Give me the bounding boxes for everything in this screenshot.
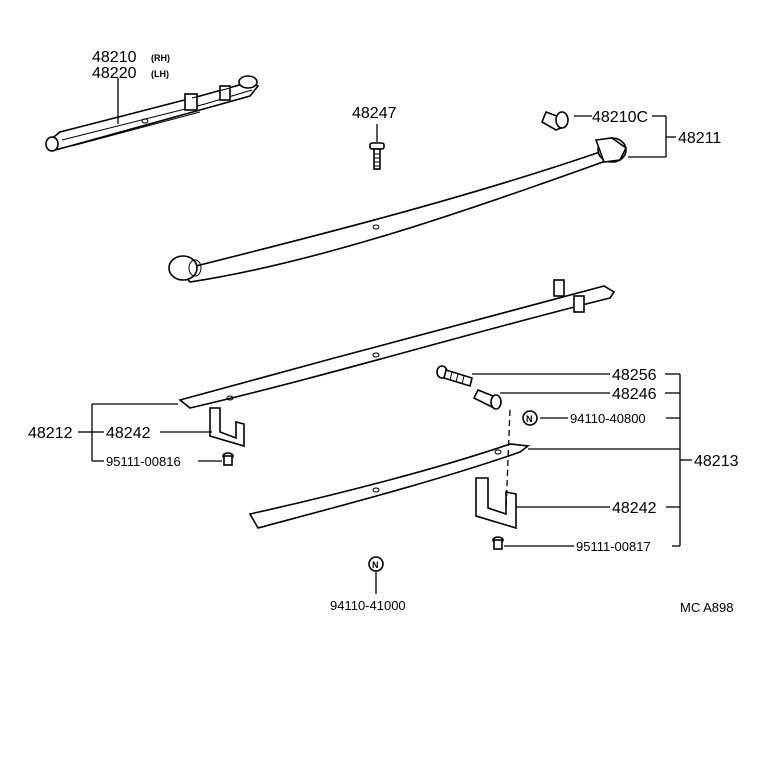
second-leaf-48212 (178, 279, 616, 409)
bottom-leaf-48213 (248, 443, 531, 529)
part-number-48210c: 48210C (592, 109, 648, 126)
bolt-48256-icon (436, 365, 473, 388)
leaf-spring-assembly (45, 75, 260, 152)
rivet-95111-00817-icon (492, 536, 504, 550)
part-number-48246: 48246 (612, 386, 657, 403)
rivet-95111-00816-icon (222, 452, 234, 466)
part-number-48242-right: 48242 (612, 500, 657, 517)
assembly-guide-line (505, 409, 511, 511)
center-bolt-icon (369, 142, 385, 170)
part-number-48212: 48212 (28, 425, 73, 442)
part-number-48213: 48213 (694, 453, 739, 470)
part-number-48247: 48247 (352, 105, 397, 122)
diagram-reference-code: MC A898 (680, 600, 733, 615)
part-number-94110-40800: 94110-40800 (570, 411, 646, 426)
spacer-48246-icon (472, 388, 502, 410)
part-number-94110-41000: 94110-41000 (330, 598, 406, 613)
nut-symbol-label: N (526, 414, 533, 424)
bushing-48210c-icon (540, 110, 569, 131)
part-number-48242-left: 48242 (106, 425, 151, 442)
part-number-48256: 48256 (612, 367, 657, 384)
clip-48242-left-icon (209, 407, 245, 448)
nut-symbol-bottom-label: N (372, 560, 379, 570)
part-side-rh: (RH) (151, 53, 170, 63)
main-leaf-48211 (168, 137, 628, 283)
part-number-95111-00817: 95111-00817 (576, 539, 651, 554)
nut-symbol-bottom-icon: N (368, 556, 384, 572)
part-number-48220: 48220 (92, 65, 137, 82)
part-number-48210: 48210 (92, 49, 137, 66)
nut-symbol-icon: N (522, 410, 538, 426)
part-number-48211: 48211 (678, 130, 721, 147)
clip-48242-right-icon (475, 477, 517, 530)
part-side-lh: (LH) (151, 69, 169, 79)
part-number-95111-00816: 95111-00816 (106, 454, 181, 469)
